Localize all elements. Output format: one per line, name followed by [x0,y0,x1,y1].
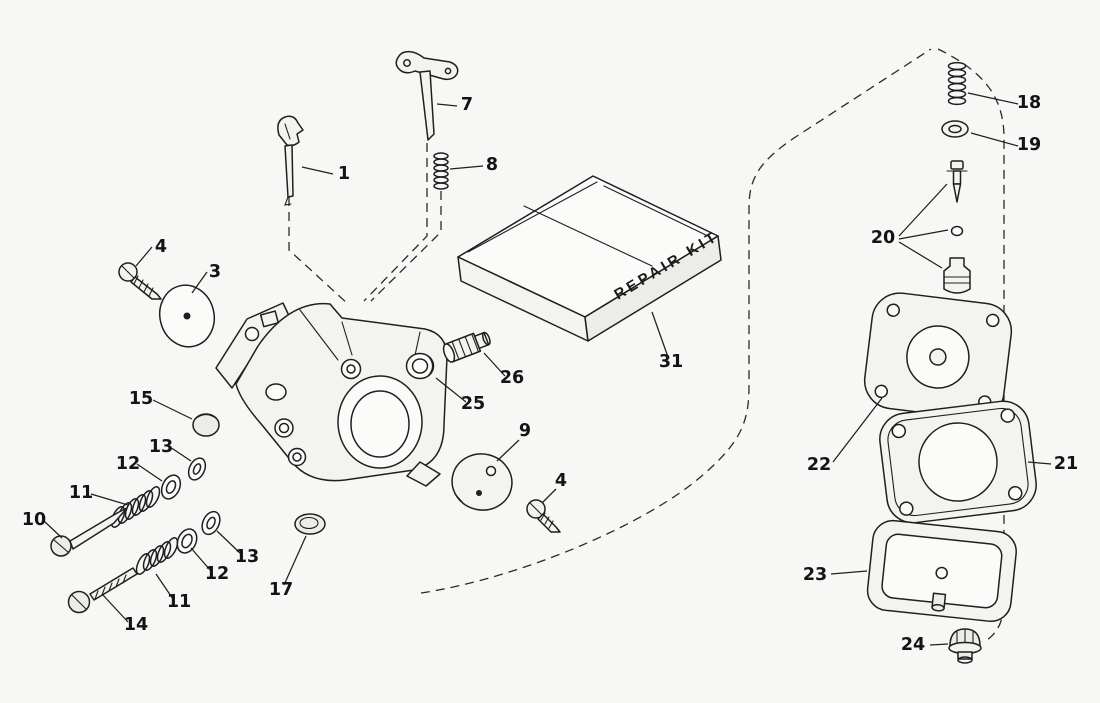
callout-10: 10 [22,510,46,530]
callout-labels: 4 3 1 7 8 15 13 12 11 10 13 12 11 14 17 … [22,93,1078,655]
repair-kit-box: REPAIR KIT [457,175,722,342]
callout-24: 24 [901,635,925,655]
callout-4a: 4 [155,237,167,257]
callout-13b: 13 [235,547,259,567]
callout-12a: 12 [116,454,140,474]
needle-valve-assembly-upper [50,457,207,557]
part-22-diaphragm [863,292,1013,420]
part-1-choke-lever [277,115,304,206]
part-18-spring [947,61,967,106]
callout-12b: 12 [205,564,229,584]
callout-11b: 11 [167,592,191,612]
part-8-spring [433,152,449,190]
callout-17: 17 [269,580,293,600]
part-19-washer [941,120,969,138]
callout-31: 31 [659,352,683,372]
dashed-guide-lines [288,48,1005,643]
part-21-gasket [879,400,1037,524]
part-24-screw [948,628,982,664]
callout-7: 7 [461,95,473,115]
callout-1: 1 [338,164,350,184]
callout-22: 22 [807,455,831,475]
callout-11a: 11 [69,483,93,503]
part-25-sleeve [405,352,435,380]
needle-valve-assembly-lower [67,510,221,614]
part-20-needle-and-seat [943,160,971,294]
callout-18: 18 [1017,93,1041,113]
callout-8: 8 [486,155,498,175]
callout-19: 19 [1017,135,1041,155]
part-7-throttle-shaft [395,50,459,141]
callout-21: 21 [1054,454,1078,474]
part-23-cover [866,519,1017,623]
callout-15: 15 [129,389,153,409]
part-4b-screw [526,499,561,533]
callout-3: 3 [209,262,221,282]
callout-25: 25 [461,394,485,414]
part-26-fitting [442,331,491,363]
part-9-cam-plate [451,453,513,511]
part-15-cap [192,413,220,437]
callout-9: 9 [519,421,531,441]
callout-4b: 4 [555,471,567,491]
carburetor-body [215,302,448,487]
callout-26: 26 [500,368,524,388]
callout-14: 14 [124,615,148,635]
part-3-disc [158,284,216,348]
callout-20: 20 [871,228,895,248]
callout-23: 23 [803,565,827,585]
part-17-plug [294,513,326,535]
part-4a-screw [118,262,162,300]
callout-13a: 13 [149,437,173,457]
callout-leader-lines [43,92,1052,646]
